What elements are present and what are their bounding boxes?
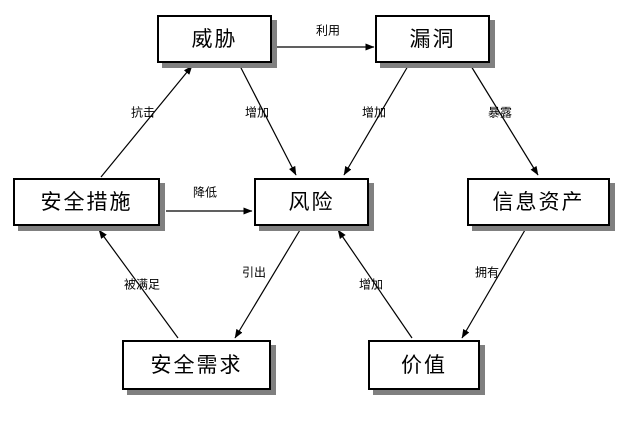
- edge-label-resist: 抗击: [130, 105, 156, 120]
- node-vulnerability[interactable]: 漏洞: [375, 15, 490, 63]
- edge-label-increase1: 增加: [244, 105, 270, 120]
- node-label-requirement: 安全需求: [150, 352, 243, 377]
- node-label-value: 价值: [401, 352, 447, 377]
- node-threat[interactable]: 威胁: [157, 15, 272, 63]
- node-asset[interactable]: 信息资产: [467, 178, 610, 226]
- node-label-asset: 信息资产: [492, 189, 585, 214]
- node-label-vulnerability: 漏洞: [409, 26, 456, 51]
- edge-label-expose: 暴露: [487, 105, 513, 120]
- edge-label-elicit: 引出: [241, 265, 267, 280]
- edge-label-increase3: 增加: [358, 277, 384, 292]
- edge-label-reduce: 降低: [192, 185, 218, 200]
- node-label-threat: 威胁: [191, 26, 238, 51]
- edge-label-exploit: 利用: [315, 23, 341, 38]
- node-requirement[interactable]: 安全需求: [122, 340, 271, 390]
- node-risk[interactable]: 风险: [254, 178, 369, 226]
- edge-label-own: 拥有: [474, 265, 500, 280]
- node-label-safeguard: 安全措施: [40, 189, 133, 214]
- node-label-risk: 风险: [288, 189, 335, 214]
- edge-label-satisfied: 被满足: [123, 277, 161, 292]
- edge-label-increase2: 增加: [361, 105, 387, 120]
- node-safeguard[interactable]: 安全措施: [13, 178, 160, 226]
- node-value[interactable]: 价值: [368, 340, 480, 390]
